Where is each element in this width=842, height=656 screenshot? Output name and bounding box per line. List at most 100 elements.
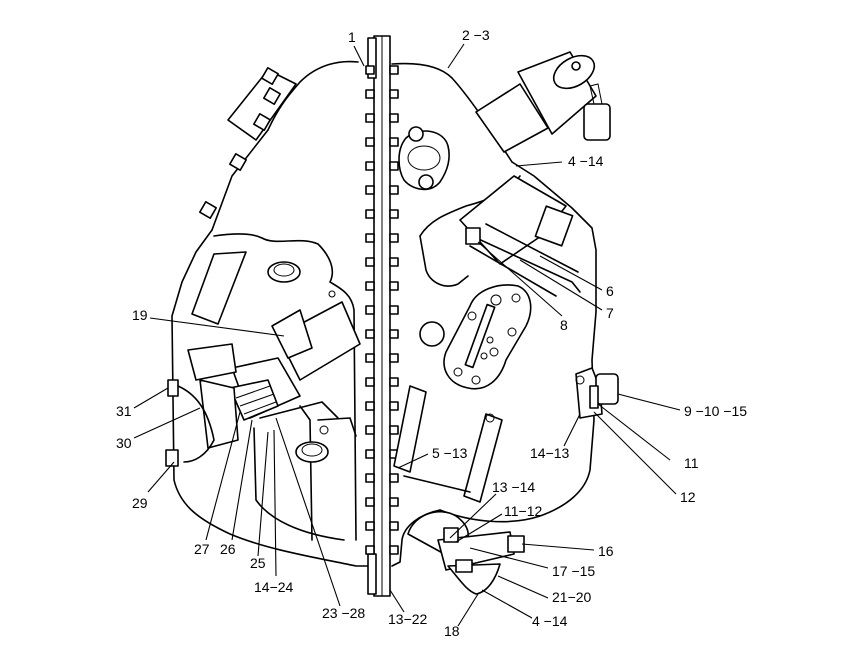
- callout-1: 1: [348, 29, 356, 45]
- flange-bolt-head: [365, 113, 375, 123]
- leader-19: [149, 317, 285, 337]
- flange-bolt-head: [365, 89, 375, 99]
- leader-16: [521, 543, 595, 551]
- lower-drain-valve: [407, 510, 525, 595]
- flange-bolt-head: [365, 209, 375, 219]
- flange-bolt-nut: [389, 473, 399, 483]
- housing-body: [171, 60, 597, 567]
- right-pump-block: [459, 175, 581, 297]
- callout-21-20: 21−20: [552, 589, 592, 605]
- leader-2-3: [447, 43, 465, 69]
- split-flange: [365, 35, 399, 597]
- callout-7: 7: [606, 305, 614, 321]
- perforated-strip-plate: [443, 284, 532, 390]
- callout-16: 16: [598, 543, 614, 559]
- leader-30: [133, 407, 201, 439]
- leader-13-22: [389, 589, 405, 613]
- callout-17-15: 17 −15: [552, 563, 595, 579]
- leader-12: [593, 411, 677, 495]
- flange-bolt-nut: [389, 161, 399, 171]
- leader-29: [147, 461, 175, 493]
- flange-bolt-head: [365, 233, 375, 243]
- callout-13-14: 13 −14: [492, 479, 535, 495]
- leader-8: [477, 241, 563, 317]
- flange-bolt-nut: [389, 137, 399, 147]
- center-lower-strips: [393, 385, 503, 503]
- callout-4-14-top: 4 −14: [568, 153, 604, 169]
- flange-bolt-head: [365, 401, 375, 411]
- callout-14-13: 14−13: [530, 445, 570, 461]
- leader-11-12: [455, 513, 503, 543]
- flange-bolt-head: [365, 377, 375, 387]
- leader-21-20: [497, 575, 549, 599]
- callout-labels: 1 2 −3 4 −14 6 7 8 9 −10 −15 11 12 14−13…: [116, 27, 747, 639]
- callout-18: 18: [444, 623, 460, 639]
- callout-5-13: 5 −13: [432, 445, 468, 461]
- callout-19: 19: [132, 307, 148, 323]
- flange-bolt-head: [365, 449, 375, 459]
- leader-6: [539, 255, 603, 291]
- flange-bolts: [365, 65, 399, 555]
- flange-bolt-nut: [389, 425, 399, 435]
- flange-bolt-head: [365, 353, 375, 363]
- leader-14-24: [273, 429, 277, 577]
- callout-11-12: 11−12: [504, 503, 542, 519]
- flange-bolt-head: [365, 185, 375, 195]
- callout-31: 31: [116, 403, 132, 419]
- flange-bolt-nut: [389, 353, 399, 363]
- flange-bolt-head: [365, 497, 375, 507]
- callout-14-24: 14−24: [254, 579, 294, 595]
- flange-bolt-nut: [389, 497, 399, 507]
- leader-7: [519, 259, 603, 311]
- flange-bolt-nut: [389, 113, 399, 123]
- leader-4-14-top: [515, 161, 563, 167]
- callout-23-28: 23 −28: [322, 605, 365, 621]
- callout-4-14-bottom: 4 −14: [532, 613, 568, 629]
- leader-4-14-bottom: [481, 589, 533, 619]
- flange-bolt-head: [365, 521, 375, 531]
- flange-bolt-head: [365, 329, 375, 339]
- flange-bolt-head: [365, 305, 375, 315]
- flange-bolt-head: [365, 473, 375, 483]
- leader-14-13: [563, 413, 581, 447]
- flange-bolt-nut: [389, 377, 399, 387]
- callout-26: 26: [220, 541, 236, 557]
- port-hole: [419, 321, 445, 347]
- flange-bolt-head: [365, 161, 375, 171]
- leader-17-15: [469, 547, 549, 569]
- flange-bolt-head: [365, 281, 375, 291]
- upper-left-bracket: [199, 67, 297, 219]
- flange-bolt-nut: [389, 185, 399, 195]
- callout-8: 8: [560, 317, 568, 333]
- flange-bolt-head: [365, 425, 375, 435]
- leader-23-28: [275, 417, 341, 607]
- callout-27: 27: [194, 541, 210, 557]
- leader-26: [231, 419, 253, 541]
- leader-13-14: [449, 493, 497, 539]
- flange-bolt-nut: [389, 281, 399, 291]
- leader-9-10-15: [617, 393, 681, 411]
- callout-11: 11: [684, 455, 699, 471]
- flange-bolt-nut: [389, 329, 399, 339]
- flange-bolt-nut: [389, 89, 399, 99]
- leader-25: [257, 431, 269, 557]
- callout-2-3: 2 −3: [462, 27, 490, 43]
- leader-31: [133, 387, 169, 409]
- callout-13-22: 13−22: [388, 611, 428, 627]
- flange-bolt-nut: [389, 257, 399, 267]
- callout-29: 29: [132, 495, 148, 511]
- flange-bolt-head: [365, 257, 375, 267]
- flange-bolt-head: [365, 65, 375, 75]
- flange-bolt-nut: [389, 65, 399, 75]
- right-side-valve: [575, 367, 619, 419]
- flange-bolt-nut: [389, 521, 399, 531]
- flange-bolt-nut: [389, 233, 399, 243]
- leader-1: [353, 45, 365, 67]
- flange-bolt-nut: [389, 545, 399, 555]
- flange-bolt-head: [365, 545, 375, 555]
- flange-bolt-nut: [389, 305, 399, 315]
- callout-25: 25: [250, 555, 266, 571]
- callout-6: 6: [606, 283, 614, 299]
- flange-bolt-nut: [389, 401, 399, 411]
